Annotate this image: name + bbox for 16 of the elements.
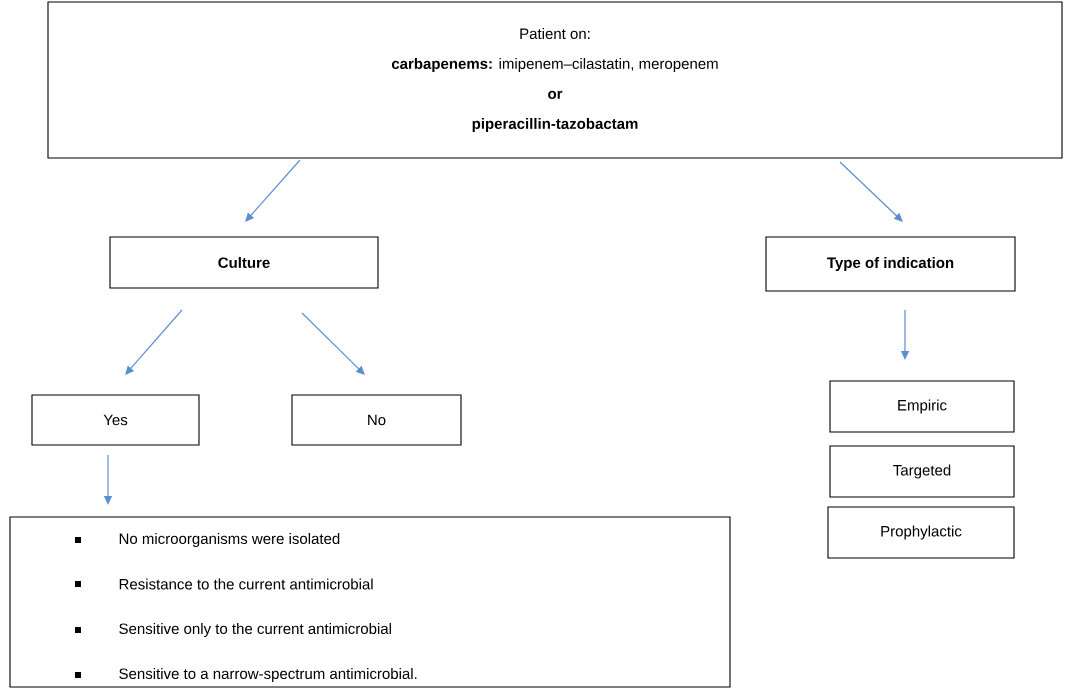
list-item: Resistance to the current antimicrobial <box>119 578 373 590</box>
answer-box: No <box>291 394 462 446</box>
indication-box: Type of indication <box>765 236 1016 292</box>
culture-box: Culture <box>109 236 379 289</box>
list-item: No microorganisms were isolated <box>119 533 340 547</box>
arrow <box>301 312 365 375</box>
indication-type-box: Targeted <box>829 445 1015 498</box>
indication-type-box: Prophylactic <box>827 506 1015 559</box>
arrow <box>839 161 903 222</box>
answer-box: Yes <box>31 394 200 446</box>
arrow <box>125 309 183 375</box>
arrow <box>245 159 301 222</box>
indication-type-box: Empiric <box>829 380 1015 433</box>
patient-box: Patient on: carbapenems: imipenem–cilastatin, meropenem or piperacillin-tazobactam <box>47 1 1063 159</box>
list-item: Sensitive to a narrow-spectrum antimicrobial. <box>119 668 417 682</box>
list-item: Sensitive only to the current antimicrobial <box>119 623 391 637</box>
